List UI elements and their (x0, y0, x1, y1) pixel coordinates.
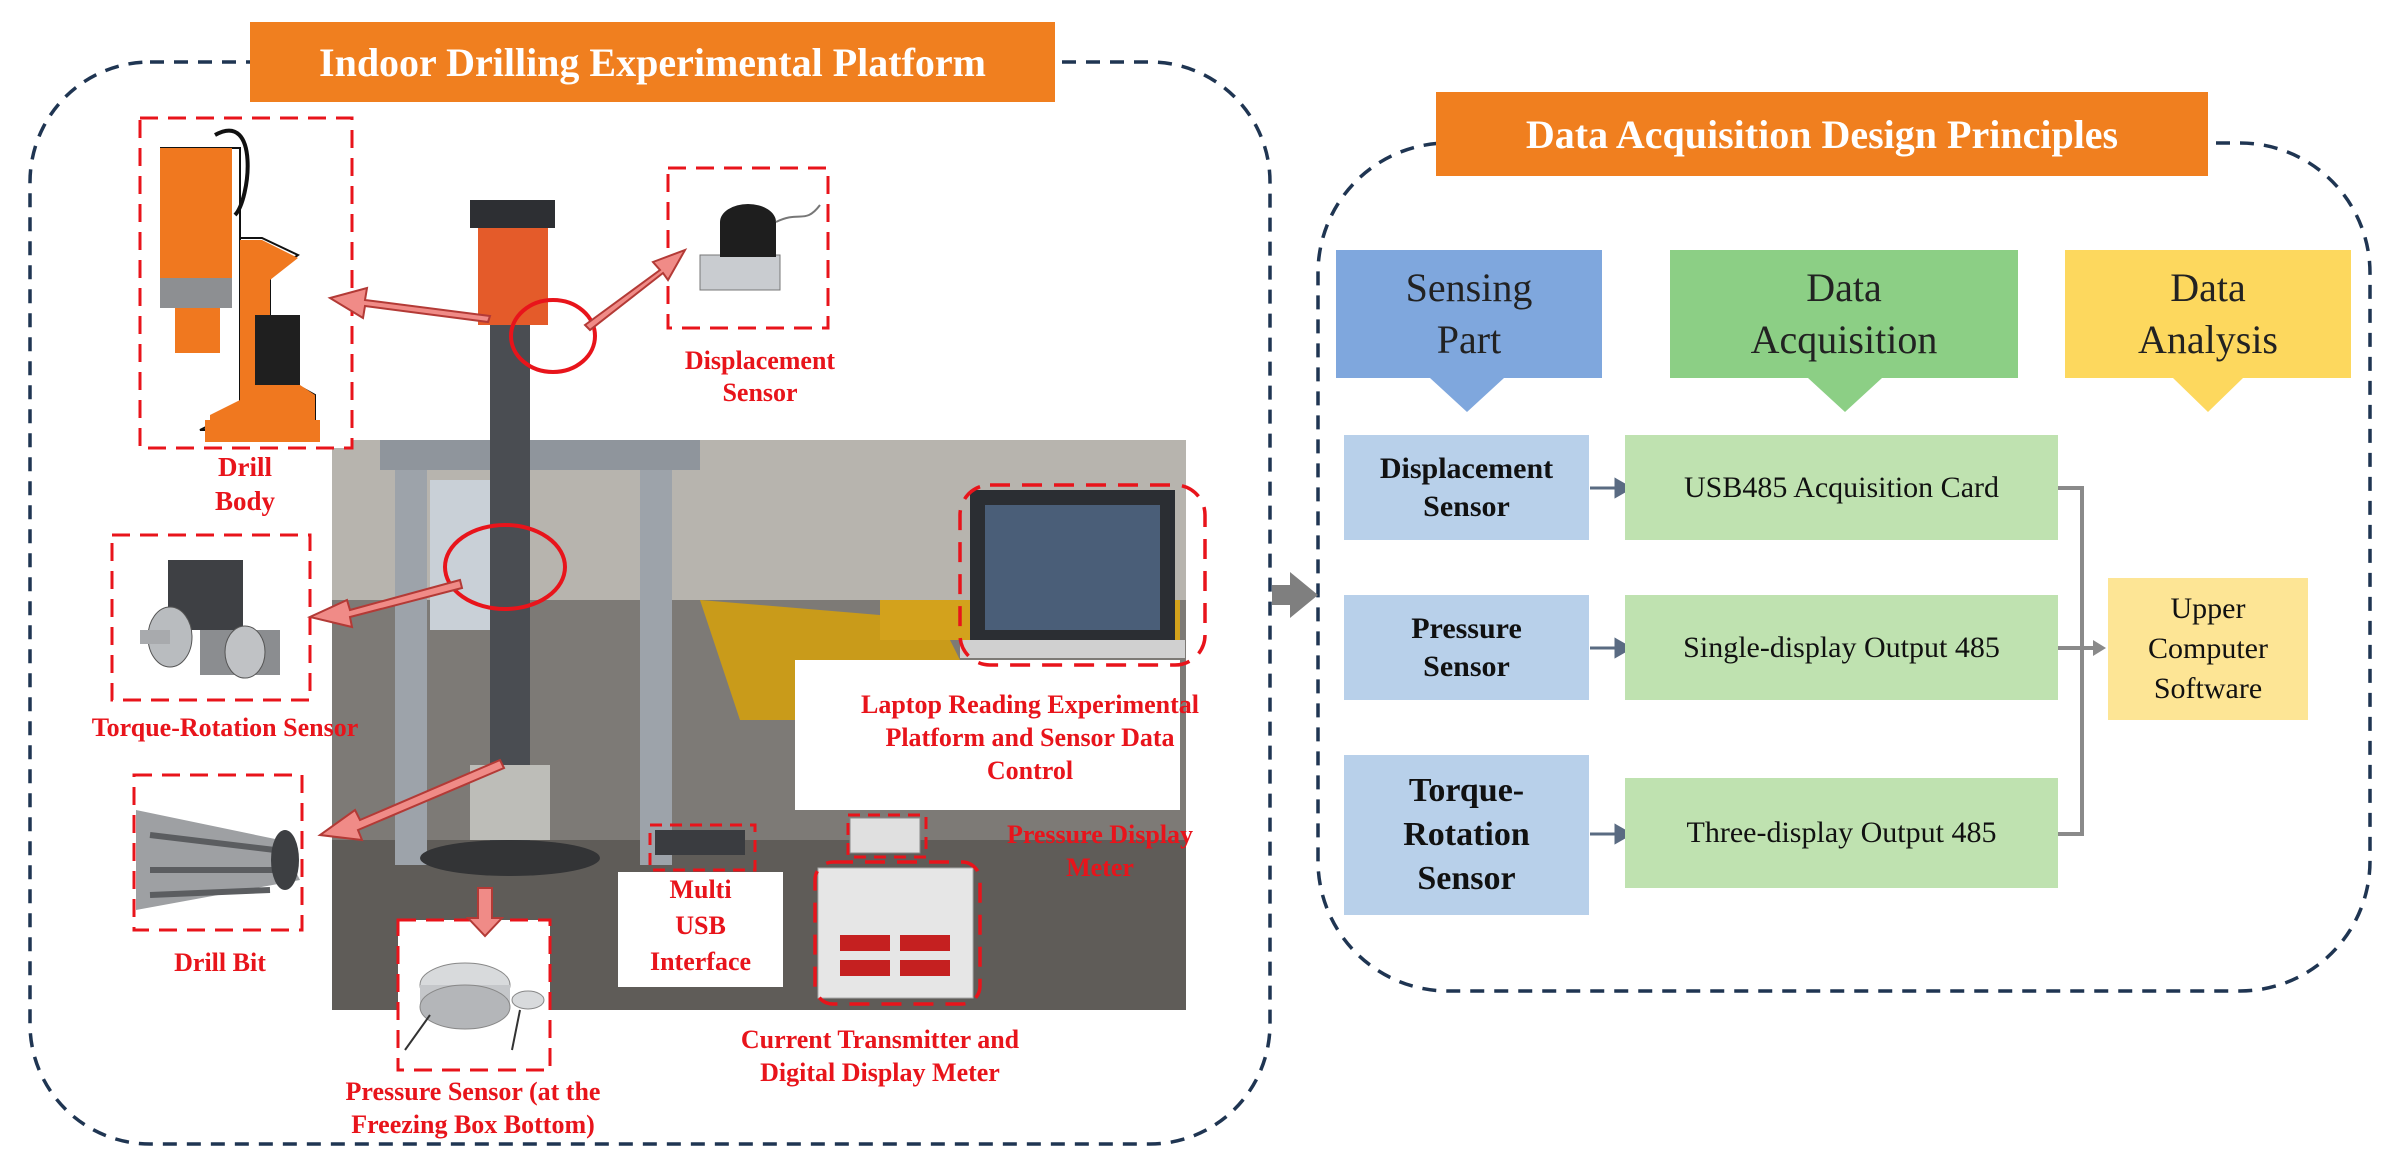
drill-bit-arrow (317, 758, 506, 842)
upper-computer-software-line3: Software (2153, 672, 2263, 705)
drill-bit-illustration (132, 773, 304, 932)
torque-sensor-highlight (443, 523, 567, 611)
upper-computer-software-line1: Upper (2170, 592, 2246, 625)
displacement-sensor-illustration (666, 166, 830, 330)
sensing-header-pointer (1430, 378, 1504, 412)
laptop-label-line2: Platform and Sensor Data (885, 723, 1175, 752)
displacement-sensor-box: Displacement Sensor (1344, 435, 1589, 540)
left-panel-title: Indoor Drilling Experimental Platform (250, 22, 1055, 102)
laptop-label-line3: Control (986, 756, 1074, 785)
sensing-part-header: Sensing Part (1336, 250, 1602, 378)
laptop-label: Laptop Reading Experimental Platform and… (820, 688, 1240, 787)
torque-rotation-label: Torque-Rotation Sensor (91, 713, 359, 742)
pressure-sensor-box-line1: Pressure (1411, 611, 1522, 645)
usb485-acquisition-card-box: USB485 Acquisition Card (1625, 435, 2058, 540)
three-display-output-box: Three-display Output 485 (1625, 778, 2058, 888)
sensing-part-header-line2: Part (1436, 317, 1502, 362)
sensing-header-bg (1336, 250, 1602, 378)
upper-computer-software-line2: Computer (2148, 632, 2268, 665)
acquisition-header-bg (1670, 250, 2018, 378)
torque-rotation-sensor-box: Torque- Rotation Sensor (1344, 755, 1589, 915)
pressure-sensor-illustration (396, 918, 552, 1072)
flow-arrowhead-1 (1614, 477, 1634, 499)
drill-body-label-line1: Drill (218, 452, 272, 482)
data-analysis-header-line2: Analysis (2138, 317, 2278, 362)
experimental-platform-photo (332, 200, 1186, 1010)
data-acquisition-header-line2: Acquisition (1750, 317, 1938, 362)
displacement-sensor-label-line2: Sensor (722, 378, 798, 407)
panel-connector-arrow (1272, 572, 1318, 618)
drill-body-arrow (327, 286, 492, 324)
torque-sensor-arrow (306, 578, 464, 629)
laptop-highlight-box (958, 483, 1207, 667)
drill-bit-label: Drill Bit (174, 948, 266, 977)
pressure-sensor-label: Pressure Sensor (at the Freezing Box Bot… (298, 1075, 648, 1141)
usb-interface-label-line2: USB (675, 911, 726, 940)
pressure-display-label: Pressure Display Meter (975, 818, 1225, 884)
flow-arrowhead-3 (1614, 823, 1634, 845)
data-analysis-header: Data Analysis (2065, 250, 2351, 378)
displacement-sensor-box-line2: Sensor (1423, 489, 1510, 523)
torque-rotation-sensor-box-line3: Sensor (1417, 860, 1516, 897)
analysis-header-bg (2065, 250, 2351, 378)
torque-rotation-sensor-box-line1: Torque- (1408, 772, 1525, 809)
pressure-sensor-box-line2: Sensor (1423, 649, 1510, 683)
usb-interface-label-line1: Multi (669, 875, 732, 904)
displacement-sensor-arrow (583, 248, 688, 332)
acquisition-header-pointer (1808, 378, 1882, 412)
drill-body-label: Drill Body (190, 450, 300, 518)
sensing-part-header-line1: Sensing (1405, 265, 1533, 310)
flow-arrowhead-2 (1614, 637, 1634, 659)
analysis-header-pointer (2173, 378, 2243, 412)
right-panel-title: Data Acquisition Design Principles (1436, 92, 2208, 176)
pressure-display-label-line1: Pressure Display (1006, 820, 1194, 849)
displacement-sensor-label-line1: Displacement (684, 346, 836, 375)
data-acquisition-header-line1: Data (1806, 265, 1882, 310)
drill-body-illustration (138, 116, 354, 450)
drill-body-label-line2: Body (214, 486, 276, 516)
displacement-sensor-highlight (509, 298, 597, 374)
merge-arrowhead (2093, 640, 2106, 656)
laptop-label-line1: Laptop Reading Experimental (860, 690, 1200, 719)
upper-computer-software-box: Upper Computer Software (2108, 578, 2308, 720)
usb-highlight-box (648, 823, 757, 872)
current-transmitter-label-line2: Digital Display Meter (760, 1058, 1000, 1087)
data-analysis-header-line1: Data (2170, 265, 2246, 310)
pressure-sensor-box: Pressure Sensor (1344, 595, 1589, 700)
displacement-sensor-box-line1: Displacement (1379, 451, 1554, 485)
current-transmitter-highlight-box (813, 860, 982, 1006)
left-panel-border (28, 60, 1272, 1146)
pressure-display-label-line2: Meter (1066, 853, 1134, 882)
pressure-sensor-label-line2: Freezing Box Bottom) (351, 1110, 595, 1139)
pressure-sensor-label-line1: Pressure Sensor (at the (345, 1077, 601, 1106)
usb-interface-label-line3: Interface (649, 947, 752, 976)
current-transmitter-label: Current Transmitter and Digital Display … (700, 1023, 1060, 1089)
current-transmitter-label-line1: Current Transmitter and (740, 1025, 1020, 1054)
torque-sensor-illustration (110, 533, 312, 702)
pressure-sensor-arrow (465, 887, 505, 938)
torque-rotation-sensor-box-line2: Rotation (1403, 816, 1530, 853)
data-acquisition-header: Data Acquisition (1670, 250, 2018, 378)
single-display-output-box: Single-display Output 485 (1625, 595, 2058, 700)
displacement-sensor-label: Displacement Sensor (660, 345, 860, 409)
merge-bracket (2058, 486, 2084, 836)
usb-interface-label: Multi USB Interface (618, 872, 783, 987)
